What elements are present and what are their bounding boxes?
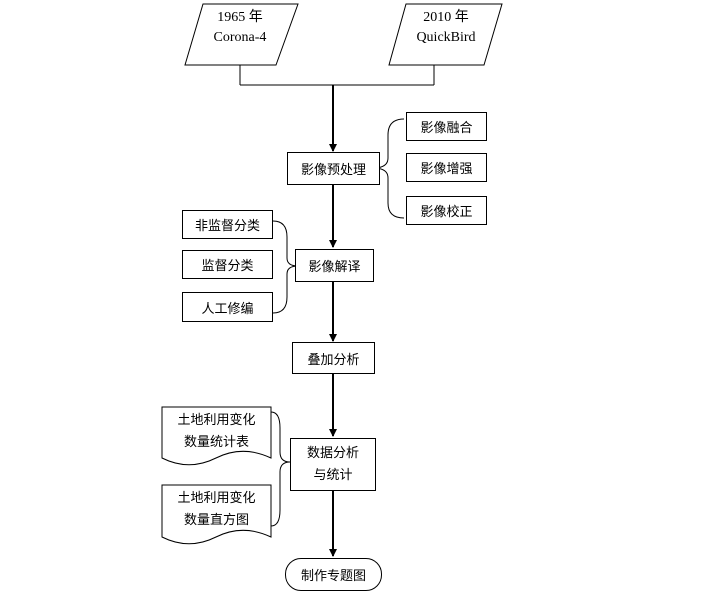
doc-histogram-shape xyxy=(161,484,272,545)
input-2010-sensor: QuickBird xyxy=(416,30,476,45)
statistics-line1: 数据分析 xyxy=(306,445,359,461)
preprocess-box: 影像预处理 xyxy=(287,152,380,185)
input-1965-year: 1965 年 xyxy=(217,10,263,25)
doc-statistics-table-shape xyxy=(161,406,272,466)
doc-statistics-table-line1: 土地利用变化 xyxy=(177,413,256,428)
input-2010-year: 2010 年 xyxy=(423,10,469,25)
doc-statistics-table-line2: 数量统计表 xyxy=(183,435,249,450)
statistics-line2: 与统计 xyxy=(313,467,353,483)
doc-histogram: 土地利用变化 数量直方图 xyxy=(162,488,271,532)
interpretation-box: 影像解译 xyxy=(295,249,374,282)
substep-fusion-box: 影像融合 xyxy=(406,112,487,141)
final-thematic-map-box: 制作专题图 xyxy=(285,558,382,591)
doc-histogram-line2: 数量直方图 xyxy=(183,513,249,528)
method-unsupervised-box: 非监督分类 xyxy=(182,210,273,239)
input-1965-sensor: Corona-4 xyxy=(213,30,267,45)
input-1965: 1965 年 Corona-4 xyxy=(195,8,285,48)
doc-histogram-line1: 土地利用变化 xyxy=(177,491,256,506)
input-1965-shape xyxy=(184,3,299,66)
input-2010: 2010 年 QuickBird xyxy=(399,8,493,48)
input-2010-shape xyxy=(388,3,503,66)
substep-correction-box: 影像校正 xyxy=(406,196,487,225)
statistics-box: 数据分析 与统计 xyxy=(290,438,376,491)
method-supervised-box: 监督分类 xyxy=(182,250,273,279)
substep-enhance-box: 影像增强 xyxy=(406,153,487,182)
doc-statistics-table: 土地利用变化 数量统计表 xyxy=(162,410,271,454)
brace-statistics xyxy=(270,411,291,527)
method-manual-edit-box: 人工修编 xyxy=(182,292,273,322)
overlay-analysis-box: 叠加分析 xyxy=(292,342,375,374)
